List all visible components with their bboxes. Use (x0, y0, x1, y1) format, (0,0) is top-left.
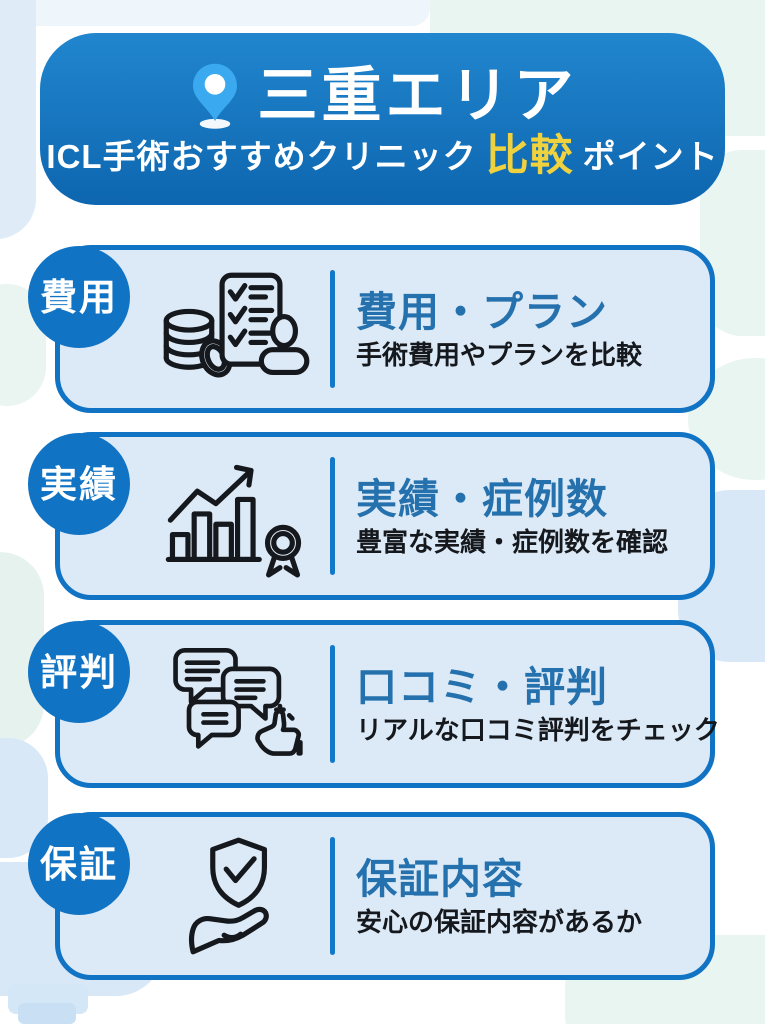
subtitle-suffix: ポイント (582, 137, 719, 175)
badge-results: 実績 (28, 433, 130, 535)
card-description: リアルな口コミ評判をチェック (356, 715, 720, 746)
decorative-blob (0, 0, 36, 239)
bar-chart-award-icon (142, 451, 328, 581)
decorative-blob (0, 0, 430, 26)
card-description: 安心の保証内容があるか (356, 907, 643, 938)
location-pin-icon (188, 61, 242, 131)
coins-checklist-person-icon (142, 264, 328, 394)
card-text: 保証内容 安心の保証内容があるか (356, 817, 696, 977)
card-description: 手術費用やプランを比較 (356, 340, 643, 371)
page-title: 三重エリア (257, 61, 578, 129)
speech-bubbles-thumbs-up-icon (142, 639, 328, 769)
badge-reviews: 評判 (28, 621, 130, 723)
card-title: 口コミ・評判 (356, 664, 608, 711)
card-title: 費用・プラン (356, 289, 608, 336)
header-banner: 三重エリア ICL手術おすすめクリニック 比較 ポイント (40, 33, 725, 205)
card-text: 実績・症例数 豊富な実績・症例数を確認 (356, 437, 696, 597)
card-text: 費用・プラン 手術費用やプランを比較 (356, 250, 696, 410)
card-title: 保証内容 (356, 856, 524, 903)
card-cost: 費用 (28, 245, 715, 413)
card-divider (330, 645, 335, 763)
card-text: 口コミ・評判 リアルな口コミ評判をチェック (356, 625, 720, 785)
card-guarantee: 保証 保証内容 安心の保証内容があるか (28, 812, 715, 980)
card-divider (330, 270, 335, 388)
card-divider (330, 457, 335, 575)
card-reviews: 評判 口コミ・評判 リアルな口コミ評判をチェック (28, 620, 720, 788)
decorative-blob (18, 1003, 76, 1024)
card-divider (330, 837, 335, 955)
badge-cost: 費用 (28, 246, 130, 348)
card-title: 実績・症例数 (356, 476, 608, 523)
card-results: 実績 実績・症例数 豊富な実績 (28, 432, 715, 600)
badge-guarantee: 保証 (28, 813, 130, 915)
subtitle-prefix: ICL手術おすすめクリニック (46, 137, 477, 175)
hand-shield-check-icon (142, 831, 328, 961)
header-title-row: 三重エリア (188, 61, 578, 131)
card-description: 豊富な実績・症例数を確認 (356, 527, 669, 558)
page-subtitle: ICL手術おすすめクリニック 比較 ポイント (46, 131, 719, 180)
subtitle-highlight: 比較 (485, 131, 574, 180)
